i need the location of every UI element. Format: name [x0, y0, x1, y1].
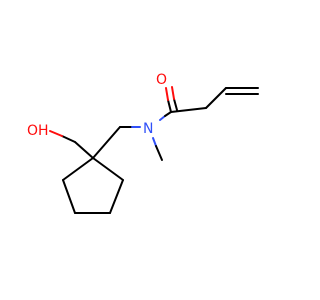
hydroxyl-label: OH	[27, 123, 49, 139]
bond-n-carbonyl-black	[164, 111, 172, 117]
bond-n-methyl-blue	[152, 137, 157, 147]
bond-n-carbonyl-blue	[159, 115, 166, 121]
bond-co-1-red	[165, 87, 169, 101]
bond-ring-4	[62, 179, 76, 214]
bond-co-1-black	[167, 99, 172, 113]
bond-co-2-red	[171, 86, 175, 100]
bonds	[49, 86, 259, 214]
carbonyl-oxygen-label: O	[156, 72, 167, 88]
structure-drawing: O N OH	[27, 72, 259, 214]
bond-carbonyl-ch2	[170, 107, 207, 113]
bond-ring-1	[92, 157, 124, 181]
bond-n-methyl-black	[155, 145, 163, 161]
bond-ch2-ch	[205, 87, 227, 109]
nitrogen-label: N	[143, 121, 153, 137]
bond-ch2-o-black	[61, 135, 76, 143]
bond-co-2-black	[173, 98, 178, 111]
bond-ch2-o-red	[49, 130, 63, 137]
bond-c-ch2-n	[92, 126, 121, 159]
molecule-canvas: O N OH	[27, 72, 259, 214]
bond-c-ch2-oh	[74, 141, 94, 159]
bond-ring-5	[62, 157, 94, 181]
bond-ring-2	[109, 179, 124, 214]
